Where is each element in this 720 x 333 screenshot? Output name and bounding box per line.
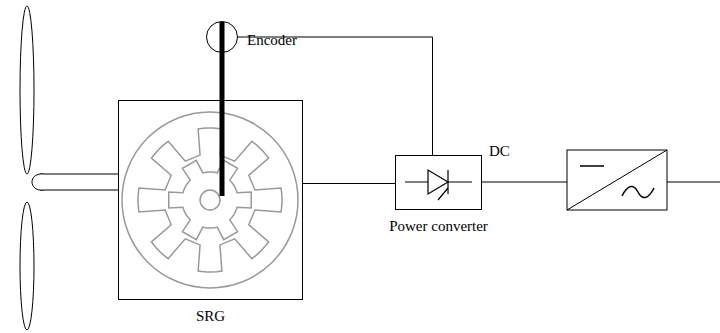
node-label: Encoder bbox=[247, 32, 297, 49]
hub bbox=[32, 174, 44, 190]
symbol-gate bbox=[438, 188, 448, 200]
blade bbox=[20, 202, 34, 330]
inverter bbox=[482, 150, 720, 210]
encoder-circle: Encoder bbox=[206, 21, 238, 53]
inverter-box bbox=[567, 150, 667, 210]
node-label: Power converter bbox=[389, 218, 488, 235]
symbol-triangle bbox=[428, 170, 448, 194]
ac-wire bbox=[667, 182, 720, 183]
wind-rotor bbox=[20, 6, 118, 330]
wire-connector bbox=[303, 183, 395, 184]
converter-box: Power converter bbox=[395, 155, 482, 210]
generator-box: SRG bbox=[118, 100, 303, 300]
srg-cross-section bbox=[122, 112, 298, 288]
inverter-diagonal bbox=[567, 150, 667, 210]
rotor-bore bbox=[200, 190, 220, 210]
thyristor-symbol bbox=[405, 170, 472, 200]
rotor-teeth bbox=[169, 160, 251, 239]
dc-symbol bbox=[580, 165, 604, 167]
encoder-shaft bbox=[220, 22, 225, 196]
symbol-bar bbox=[447, 170, 448, 194]
ac-symbol bbox=[622, 186, 654, 197]
wire-connector bbox=[238, 37, 433, 155]
node-label: SRG bbox=[196, 308, 225, 325]
stator-teeth bbox=[138, 128, 282, 272]
stator-outline bbox=[122, 112, 298, 288]
dc-wire bbox=[482, 182, 567, 183]
blade bbox=[20, 6, 34, 174]
shaft-line bbox=[40, 174, 118, 175]
signal-label: DC bbox=[489, 143, 510, 160]
shaft-line bbox=[40, 190, 118, 191]
